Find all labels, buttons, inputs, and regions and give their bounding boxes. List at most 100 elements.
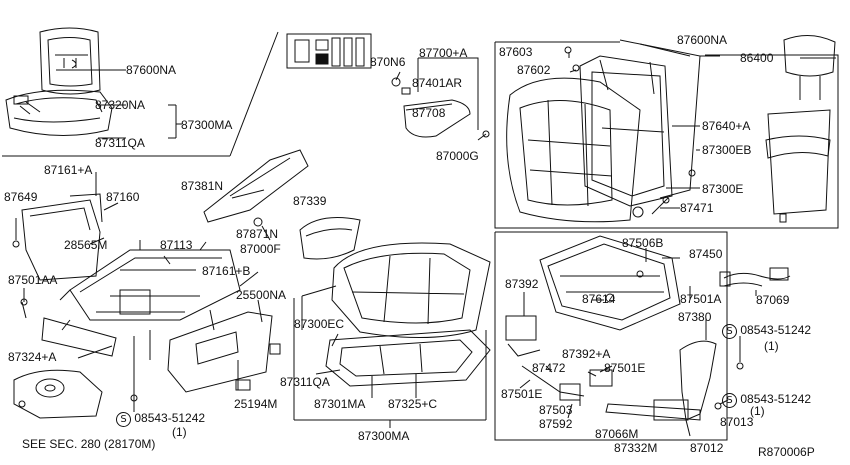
label-87472: 87472: [532, 361, 566, 375]
inset-leaders: [88, 69, 182, 139]
headrest-drawing: [783, 35, 836, 100]
screw-icon: S: [722, 324, 737, 339]
knob-clip-drawing: [253, 217, 271, 241]
label-87640A: 87640+A: [702, 119, 751, 133]
label-25500NA: 25500NA: [236, 288, 287, 302]
seat-frame-drawing: [59, 240, 241, 360]
adjuster-rail-drawing: [539, 235, 681, 331]
rear-cover-drawing: [167, 311, 281, 393]
screw-qty-left: (1): [172, 425, 187, 439]
cushion-pad-drawing: [299, 217, 361, 260]
label-87300EC: 87300EC: [294, 317, 345, 331]
screw-icon: S: [116, 412, 131, 427]
screw-spec-right-lower: S 08543-51242: [722, 393, 811, 408]
label-87339: 87339: [293, 194, 327, 208]
label-87871N: 87871N: [236, 227, 279, 241]
label-87160: 87160: [106, 190, 140, 204]
label-28565M: 28565M: [64, 238, 108, 252]
right-leaders: [685, 286, 757, 437]
seatback-leaders: [568, 52, 836, 209]
side-shield-drawing: [203, 149, 309, 223]
left-leaders: [15, 172, 265, 404]
seatback-frame-drawing: [579, 55, 673, 207]
armrest-leaders: [395, 57, 487, 141]
label-87380: 87380: [678, 310, 712, 324]
seatback-fasteners: [564, 46, 696, 218]
diagram-id: R870006P: [758, 445, 815, 459]
label-87012: 87012: [690, 441, 724, 455]
seat-cushion-drawing: [331, 242, 491, 339]
left-fasteners: [12, 240, 138, 412]
motor-unit-drawing: [13, 369, 103, 419]
label-87503: 87503: [539, 403, 573, 417]
label-87600NA-inset: 87600NA: [126, 63, 177, 77]
label-87069: 87069: [756, 293, 790, 307]
seatback-cushion-drawing: [506, 77, 641, 223]
screw-icon: S: [722, 393, 737, 408]
adjuster-frame: [494, 231, 728, 441]
label-87301MA: 87301MA: [314, 397, 366, 411]
seatback-frame: [494, 41, 839, 229]
label-87311QA: 87311QA: [280, 375, 330, 389]
armrest-drawing: [391, 77, 490, 138]
switch-panel-pictogram: [286, 33, 372, 69]
label-87300MA-inset: 87300MA: [181, 118, 233, 132]
label-87300MA: 87300MA: [358, 429, 410, 443]
back-panel-drawing: [765, 109, 831, 223]
adjuster-leaders: [519, 248, 680, 419]
screw-part-number: 08543-51242: [740, 323, 812, 337]
label-870N6: 870N6: [370, 55, 406, 69]
label-86400: 86400: [740, 51, 774, 65]
label-87000G: 87000G: [436, 149, 479, 163]
side-trim-drawing: [21, 193, 103, 281]
label-87392A: 87392+A: [562, 347, 611, 361]
label-87471: 87471: [680, 201, 714, 215]
screw-part-number: 08543-51242: [134, 411, 206, 425]
label-87311QA-inset: 87311QA: [95, 136, 145, 150]
label-87501A: 87501A: [680, 292, 722, 306]
label-87300EB: 87300EB: [702, 143, 752, 157]
label-87320NA: 87320NA: [95, 98, 146, 112]
inset-frame: [2, 31, 279, 157]
front-bar-drawing: [41, 317, 117, 357]
label-87602: 87602: [517, 63, 551, 77]
label-25194M: 25194M: [234, 397, 278, 411]
label-87325C: 87325+C: [388, 397, 438, 411]
label-87614: 87614: [582, 292, 616, 306]
label-87708: 87708: [412, 106, 446, 120]
label-87113: 87113: [160, 238, 193, 252]
label-87392: 87392: [505, 277, 539, 291]
see-section-note: SEE SEC. 280 (28170M): [22, 437, 156, 451]
label-87600NA: 87600NA: [677, 33, 728, 47]
adjuster-motor-drawing: [505, 315, 613, 401]
label-87381N: 87381N: [181, 179, 224, 193]
label-87501E-left: 87501E: [501, 387, 543, 401]
screw-part-number: 08543-51242: [740, 392, 812, 406]
label-87401AR: 87401AR: [412, 76, 463, 90]
label-87603: 87603: [499, 45, 533, 59]
label-87649: 87649: [4, 190, 38, 204]
label-87592: 87592: [539, 417, 573, 431]
cushion-pan-drawing: [325, 329, 491, 387]
label-87066M: 87066M: [595, 427, 639, 441]
label-87161B: 87161+B: [202, 264, 251, 278]
inset-seat-drawing: [5, 27, 113, 137]
label-87161A: 87161+A: [44, 163, 93, 177]
label-87501E-right: 87501E: [604, 361, 646, 375]
side-cover-drawing: [605, 340, 744, 421]
label-87300E: 87300E: [702, 182, 744, 196]
screw-qty-right-lower: (1): [750, 404, 765, 418]
label-87013: 87013: [720, 415, 754, 429]
label-87501AA: 87501AA: [8, 273, 58, 287]
label-87700A: 87700+A: [419, 46, 468, 60]
label-87000F: 87000F: [240, 242, 281, 256]
label-87324A: 87324+A: [8, 350, 57, 364]
screw-spec-right-upper: S 08543-51242: [722, 324, 811, 339]
screw-qty-right-upper: (1): [764, 339, 779, 353]
seatback-board-drawing: [619, 39, 701, 199]
harness-drawing: [719, 267, 791, 287]
label-87506B: 87506B: [622, 236, 664, 250]
label-87450: 87450: [689, 247, 723, 261]
